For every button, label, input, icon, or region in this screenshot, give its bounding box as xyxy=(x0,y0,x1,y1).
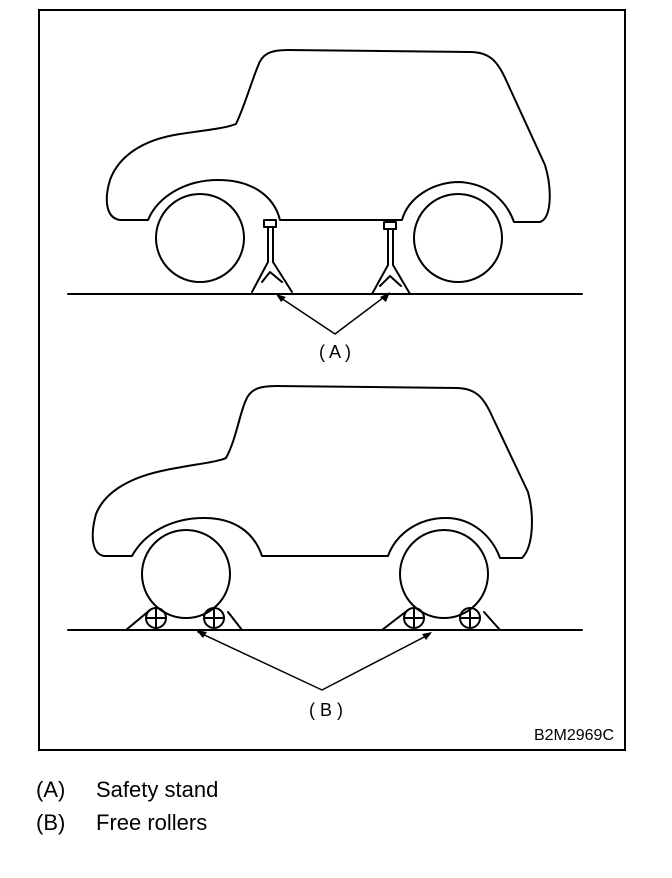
safety-stand-left xyxy=(251,219,293,293)
legend-key-b: (B) xyxy=(36,810,66,835)
callout-b-label: ( B ) xyxy=(309,700,343,720)
legend-text-b: Free rollers xyxy=(96,810,208,835)
safety-stand-right xyxy=(371,221,411,295)
figure-border xyxy=(38,9,626,751)
legend-item-b: (B) Free rollers xyxy=(36,810,207,836)
front-wheel-bottom xyxy=(141,529,231,619)
leader-a xyxy=(277,293,389,335)
callout-a-label: ( A ) xyxy=(319,342,351,362)
legend-text-a: Safety stand xyxy=(96,777,219,802)
diagram-figure: ( A ) ( B ) B2M2969C xyxy=(38,9,626,751)
car-body-bottom xyxy=(91,385,533,559)
leader-b xyxy=(197,631,431,691)
legend-key-a: (A) xyxy=(36,777,66,802)
legend-item-a: (A) Safety stand xyxy=(36,777,218,803)
rear-wheel-bottom xyxy=(399,529,489,619)
car-body-top xyxy=(105,49,551,223)
figure-code: B2M2969C xyxy=(534,727,614,744)
front-wheel-top xyxy=(155,193,245,283)
free-roller-front xyxy=(125,607,243,631)
free-roller-rear xyxy=(381,607,501,631)
car-on-safety-stands xyxy=(67,49,583,335)
rear-wheel-top xyxy=(413,193,503,283)
car-on-free-rollers xyxy=(67,385,583,691)
